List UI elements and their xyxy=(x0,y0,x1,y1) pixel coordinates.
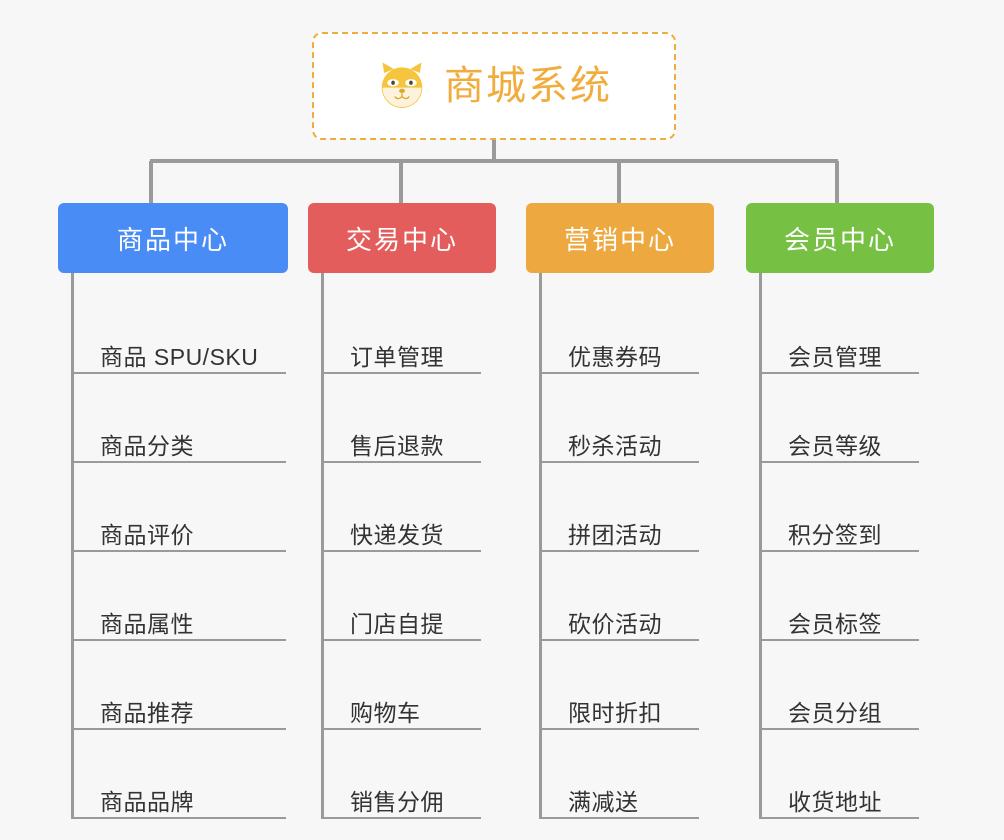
leaf-list-2: 订单管理 售后退款 快递发货 门店自提 购物车 销售分佣 xyxy=(308,273,496,819)
leaf-label: 购物车 xyxy=(350,699,421,726)
leaf-underline xyxy=(539,372,699,374)
leaf-item[interactable]: 售后退款 xyxy=(308,374,496,463)
branch-column-2: 交易中心 订单管理 售后退款 快递发货 门店自提 购物车 xyxy=(308,203,496,819)
leaf-label: 优惠券码 xyxy=(568,343,662,370)
branch-header-2[interactable]: 交易中心 xyxy=(308,203,496,273)
leaf-item[interactable]: 商品品牌 xyxy=(58,730,288,819)
leaf-label: 门店自提 xyxy=(350,610,444,637)
leaf-underline xyxy=(71,639,286,641)
leaf-label: 商品属性 xyxy=(100,610,194,637)
leaf-item[interactable]: 限时折扣 xyxy=(526,641,714,730)
leaf-label: 商品品牌 xyxy=(100,788,194,815)
leaf-underline xyxy=(539,728,699,730)
branch-header-label-3: 营销中心 xyxy=(563,224,676,255)
root-node[interactable]: 商城系统 xyxy=(312,32,676,140)
leaf-list-4: 会员管理 会员等级 积分签到 会员标签 会员分组 收货地址 xyxy=(746,273,934,819)
leaf-underline xyxy=(759,639,919,641)
leaf-underline xyxy=(321,372,481,374)
leaf-label: 会员标签 xyxy=(788,610,882,637)
leaf-label: 会员管理 xyxy=(788,343,882,370)
root-title: 商城系统 xyxy=(444,64,612,108)
leaf-item[interactable]: 购物车 xyxy=(308,641,496,730)
leaf-label: 销售分佣 xyxy=(350,788,444,815)
leaf-underline xyxy=(321,461,481,463)
leaf-item[interactable]: 订单管理 xyxy=(308,285,496,374)
leaf-item[interactable]: 会员分组 xyxy=(746,641,934,730)
leaf-item[interactable]: 会员标签 xyxy=(746,552,934,641)
leaf-item[interactable]: 销售分佣 xyxy=(308,730,496,819)
leaf-item[interactable]: 快递发货 xyxy=(308,463,496,552)
branch-column-1: 商品中心 商品 SPU/SKU 商品分类 商品评价 商品属性 商品推荐 xyxy=(58,203,288,819)
leaf-label: 满减送 xyxy=(568,788,639,815)
leaf-label: 拼团活动 xyxy=(568,521,662,548)
leaf-label: 商品推荐 xyxy=(100,699,194,726)
leaf-item[interactable]: 商品 SPU/SKU xyxy=(58,285,288,374)
leaf-underline xyxy=(759,817,919,819)
leaf-underline xyxy=(321,550,481,552)
branch-header-label-2: 交易中心 xyxy=(345,224,458,255)
leaf-spine-4 xyxy=(759,273,762,819)
leaf-underline xyxy=(71,461,286,463)
leaf-spine-3 xyxy=(539,273,542,819)
leaf-item[interactable]: 拼团活动 xyxy=(526,463,714,552)
leaf-item[interactable]: 商品属性 xyxy=(58,552,288,641)
leaf-list-3: 优惠券码 秒杀活动 拼团活动 砍价活动 限时折扣 满减送 xyxy=(526,273,714,819)
leaf-underline xyxy=(71,372,286,374)
leaf-label: 商品评价 xyxy=(100,521,194,548)
leaf-item[interactable]: 会员等级 xyxy=(746,374,934,463)
leaf-underline xyxy=(71,817,286,819)
leaf-underline xyxy=(321,639,481,641)
leaf-item[interactable]: 优惠券码 xyxy=(526,285,714,374)
leaf-underline xyxy=(759,728,919,730)
leaf-item[interactable]: 积分签到 xyxy=(746,463,934,552)
leaf-label: 收货地址 xyxy=(788,788,882,815)
branch-header-label-1: 商品中心 xyxy=(116,224,229,255)
branch-header-3[interactable]: 营销中心 xyxy=(526,203,714,273)
branch-header-label-4: 会员中心 xyxy=(783,224,896,255)
leaf-label: 会员分组 xyxy=(788,699,882,726)
leaf-item[interactable]: 满减送 xyxy=(526,730,714,819)
leaf-underline xyxy=(539,550,699,552)
leaf-underline xyxy=(539,639,699,641)
branch-column-4: 会员中心 会员管理 会员等级 积分签到 会员标签 会员分组 xyxy=(746,203,934,819)
leaf-item[interactable]: 秒杀活动 xyxy=(526,374,714,463)
leaf-item[interactable]: 砍价活动 xyxy=(526,552,714,641)
branch-column-3: 营销中心 优惠券码 秒杀活动 拼团活动 砍价活动 限时折扣 xyxy=(526,203,714,819)
leaf-underline xyxy=(759,461,919,463)
leaf-underline xyxy=(71,728,286,730)
leaf-spine-1 xyxy=(71,273,74,819)
leaf-underline xyxy=(321,728,481,730)
leaf-underline xyxy=(539,817,699,819)
leaf-underline xyxy=(539,461,699,463)
leaf-label: 订单管理 xyxy=(350,343,444,370)
leaf-item[interactable]: 商品推荐 xyxy=(58,641,288,730)
branch-header-1[interactable]: 商品中心 xyxy=(58,203,288,273)
shiba-dog-face-icon xyxy=(381,62,423,108)
leaf-item[interactable]: 门店自提 xyxy=(308,552,496,641)
leaf-label: 积分签到 xyxy=(788,521,882,548)
leaf-item[interactable]: 商品分类 xyxy=(58,374,288,463)
leaf-item[interactable]: 会员管理 xyxy=(746,285,934,374)
leaf-spine-2 xyxy=(321,273,324,819)
leaf-underline xyxy=(759,372,919,374)
leaf-underline xyxy=(759,550,919,552)
leaf-item[interactable]: 收货地址 xyxy=(746,730,934,819)
leaf-label: 会员等级 xyxy=(788,432,882,459)
leaf-list-1: 商品 SPU/SKU 商品分类 商品评价 商品属性 商品推荐 商品品牌 xyxy=(58,273,288,819)
branch-header-4[interactable]: 会员中心 xyxy=(746,203,934,273)
leaf-label: 商品分类 xyxy=(100,432,194,459)
leaf-label: 砍价活动 xyxy=(568,610,662,637)
leaf-underline xyxy=(321,817,481,819)
leaf-label: 秒杀活动 xyxy=(568,432,662,459)
leaf-label: 商品 SPU/SKU xyxy=(100,343,259,370)
leaf-label: 售后退款 xyxy=(350,432,444,459)
leaf-label: 限时折扣 xyxy=(568,699,662,726)
leaf-underline xyxy=(71,550,286,552)
leaf-label: 快递发货 xyxy=(350,521,444,548)
leaf-item[interactable]: 商品评价 xyxy=(58,463,288,552)
